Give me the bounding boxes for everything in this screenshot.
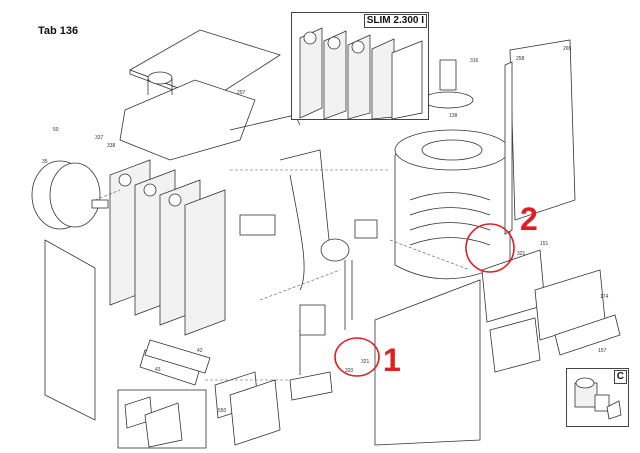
left-side-panel (44, 239, 96, 421)
part-label: 550 (218, 408, 227, 414)
part-label: 43 (155, 367, 161, 373)
gas-valve-drawing (574, 377, 622, 420)
slim-inset-drawing (299, 27, 423, 120)
control-panel-parts (481, 249, 621, 373)
flue-hood (119, 71, 256, 161)
part-label: 42 (197, 348, 203, 354)
slim-inset-label: SLIM 2.300 I (363, 14, 427, 28)
inset-gasket (144, 402, 183, 448)
part-label: 338 (107, 143, 116, 149)
part-label: 157 (598, 348, 607, 354)
c-inset-label: C (613, 370, 627, 384)
part-label: 321 (361, 359, 370, 365)
circulation-pump (320, 219, 378, 330)
hot-water-cylinder (394, 59, 511, 280)
part-label: 35 (42, 159, 48, 165)
part-label: 258 (516, 56, 525, 62)
front-door-panel (374, 279, 481, 446)
expansion-vessel (31, 160, 109, 230)
heat-exchanger-sections (109, 159, 226, 336)
marker-label-1: 1 (383, 342, 401, 378)
part-label: 297 (237, 90, 246, 96)
part-label: 320 (345, 368, 354, 374)
marker-circle-1 (334, 337, 380, 377)
burner-tubes (139, 339, 211, 386)
part-label: 50 (53, 127, 59, 133)
part-label: 265 (563, 46, 572, 52)
part-label: 138 (449, 113, 458, 119)
gas-pipework (229, 114, 333, 401)
marker-circle-2 (465, 223, 515, 273)
part-label: 151 (540, 241, 549, 247)
part-label: 174 (600, 294, 609, 300)
part-label: 321 (517, 251, 526, 257)
burner-front-plates (214, 371, 281, 446)
slim-inset: SLIM 2.300 I (291, 12, 429, 120)
right-side-panel (504, 39, 576, 235)
part-label: 337 (95, 135, 104, 141)
diagram-title: Tab 136 (38, 25, 79, 37)
part-label: 316 (470, 58, 479, 64)
marker-label-2: 2 (520, 201, 538, 237)
c-inset: C (566, 368, 629, 427)
